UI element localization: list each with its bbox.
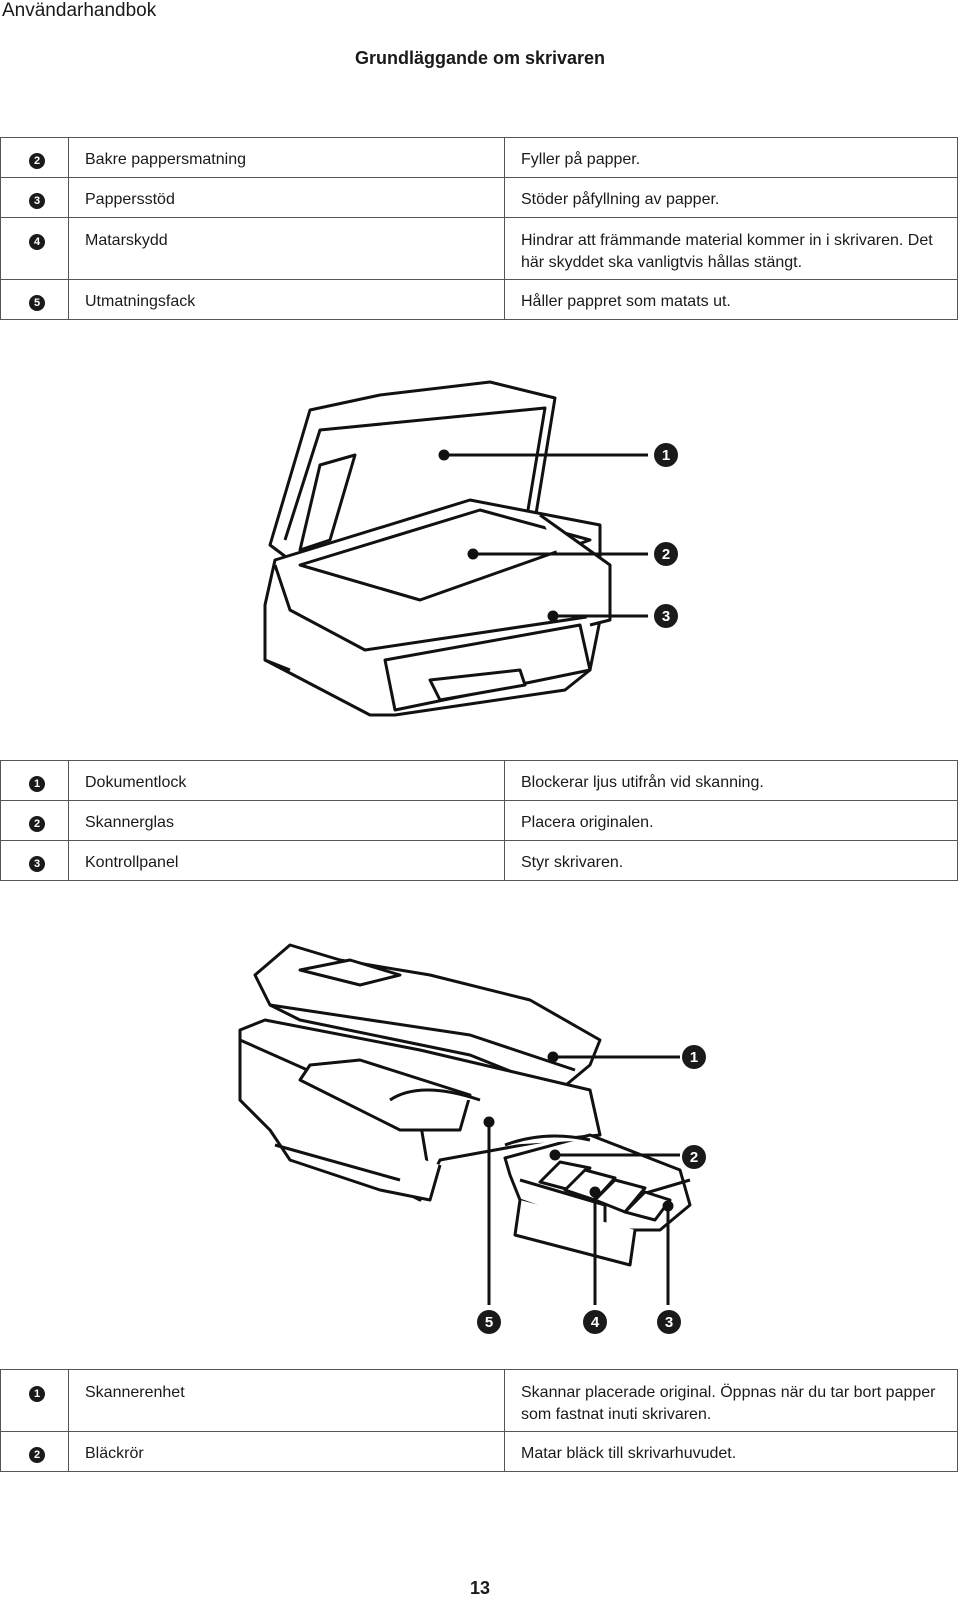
number-badge: 5 (29, 295, 45, 311)
printer-illustration (263, 380, 648, 717)
number-badge: 2 (29, 816, 45, 832)
callout-2: 2 (682, 1145, 706, 1169)
printer-illustration (238, 943, 692, 1305)
parts-table-3: 1 Skannerenhet Skannar placerade origina… (0, 1369, 958, 1472)
part-description: Styr skrivaren. (504, 840, 958, 881)
printer-figure-scanner-open: 1 2 3 (0, 370, 960, 750)
callout-4: 4 (583, 1310, 607, 1334)
number-badge: 2 (29, 1447, 45, 1463)
part-description: Placera originalen. (504, 800, 958, 841)
callout-5: 5 (477, 1310, 501, 1334)
part-name: Kontrollpanel (68, 840, 505, 881)
part-description: Matar bläck till skrivarhuvudet. (504, 1431, 958, 1472)
table-row: 5 Utmatningsfack Håller pappret som mata… (0, 279, 958, 320)
callout-3: 3 (654, 604, 678, 628)
part-name: Bläckrör (68, 1431, 505, 1472)
table-row: 2 Skannerglas Placera originalen. (0, 800, 958, 841)
part-description: Blockerar ljus utifrån vid skanning. (504, 760, 958, 801)
number-badge: 1 (29, 1386, 45, 1402)
printer-figure-scanner-unit-open: 1 2 3 4 5 (0, 930, 960, 1350)
table-row: 1 Dokumentlock Blockerar ljus utifrån vi… (0, 760, 958, 801)
number-badge: 1 (29, 776, 45, 792)
parts-table-1: 2 Bakre pappersmatning Fyller på papper.… (0, 137, 958, 320)
part-description: Håller pappret som matats ut. (504, 279, 958, 320)
table-row: 4 Matarskydd Hindrar att främmande mater… (0, 217, 958, 280)
part-description: Fyller på papper. (504, 137, 958, 178)
page-number: 13 (469, 1578, 491, 1598)
part-description: Stöder påfyllning av papper. (504, 177, 958, 218)
document-title: Användarhandbok (2, 0, 157, 21)
section-title: Grundläggande om skrivaren (354, 48, 606, 68)
table-row: 3 Kontrollpanel Styr skrivaren. (0, 840, 958, 881)
callout-1: 1 (682, 1045, 706, 1069)
table-row: 3 Pappersstöd Stöder påfyllning av pappe… (0, 177, 958, 218)
part-name: Matarskydd (68, 217, 505, 280)
number-badge: 2 (29, 153, 45, 169)
part-name: Skannerglas (68, 800, 505, 841)
part-name: Pappersstöd (68, 177, 505, 218)
table-row: 1 Skannerenhet Skannar placerade origina… (0, 1369, 958, 1432)
number-badge: 3 (29, 193, 45, 209)
part-description: Hindrar att främmande material kommer in… (504, 217, 958, 280)
table-row: 2 Bläckrör Matar bläck till skrivarhuvud… (0, 1431, 958, 1472)
number-badge: 4 (29, 234, 45, 250)
callout-3: 3 (657, 1310, 681, 1334)
part-name: Bakre pappersmatning (68, 137, 505, 178)
part-name: Dokumentlock (68, 760, 505, 801)
callout-2: 2 (654, 542, 678, 566)
part-description: Skannar placerade original. Öppnas när d… (504, 1369, 958, 1432)
table-row: 2 Bakre pappersmatning Fyller på papper. (0, 137, 958, 178)
part-name: Skannerenhet (68, 1369, 505, 1432)
callout-1: 1 (654, 443, 678, 467)
number-badge: 3 (29, 856, 45, 872)
parts-table-2: 1 Dokumentlock Blockerar ljus utifrån vi… (0, 760, 958, 881)
part-name: Utmatningsfack (68, 279, 505, 320)
